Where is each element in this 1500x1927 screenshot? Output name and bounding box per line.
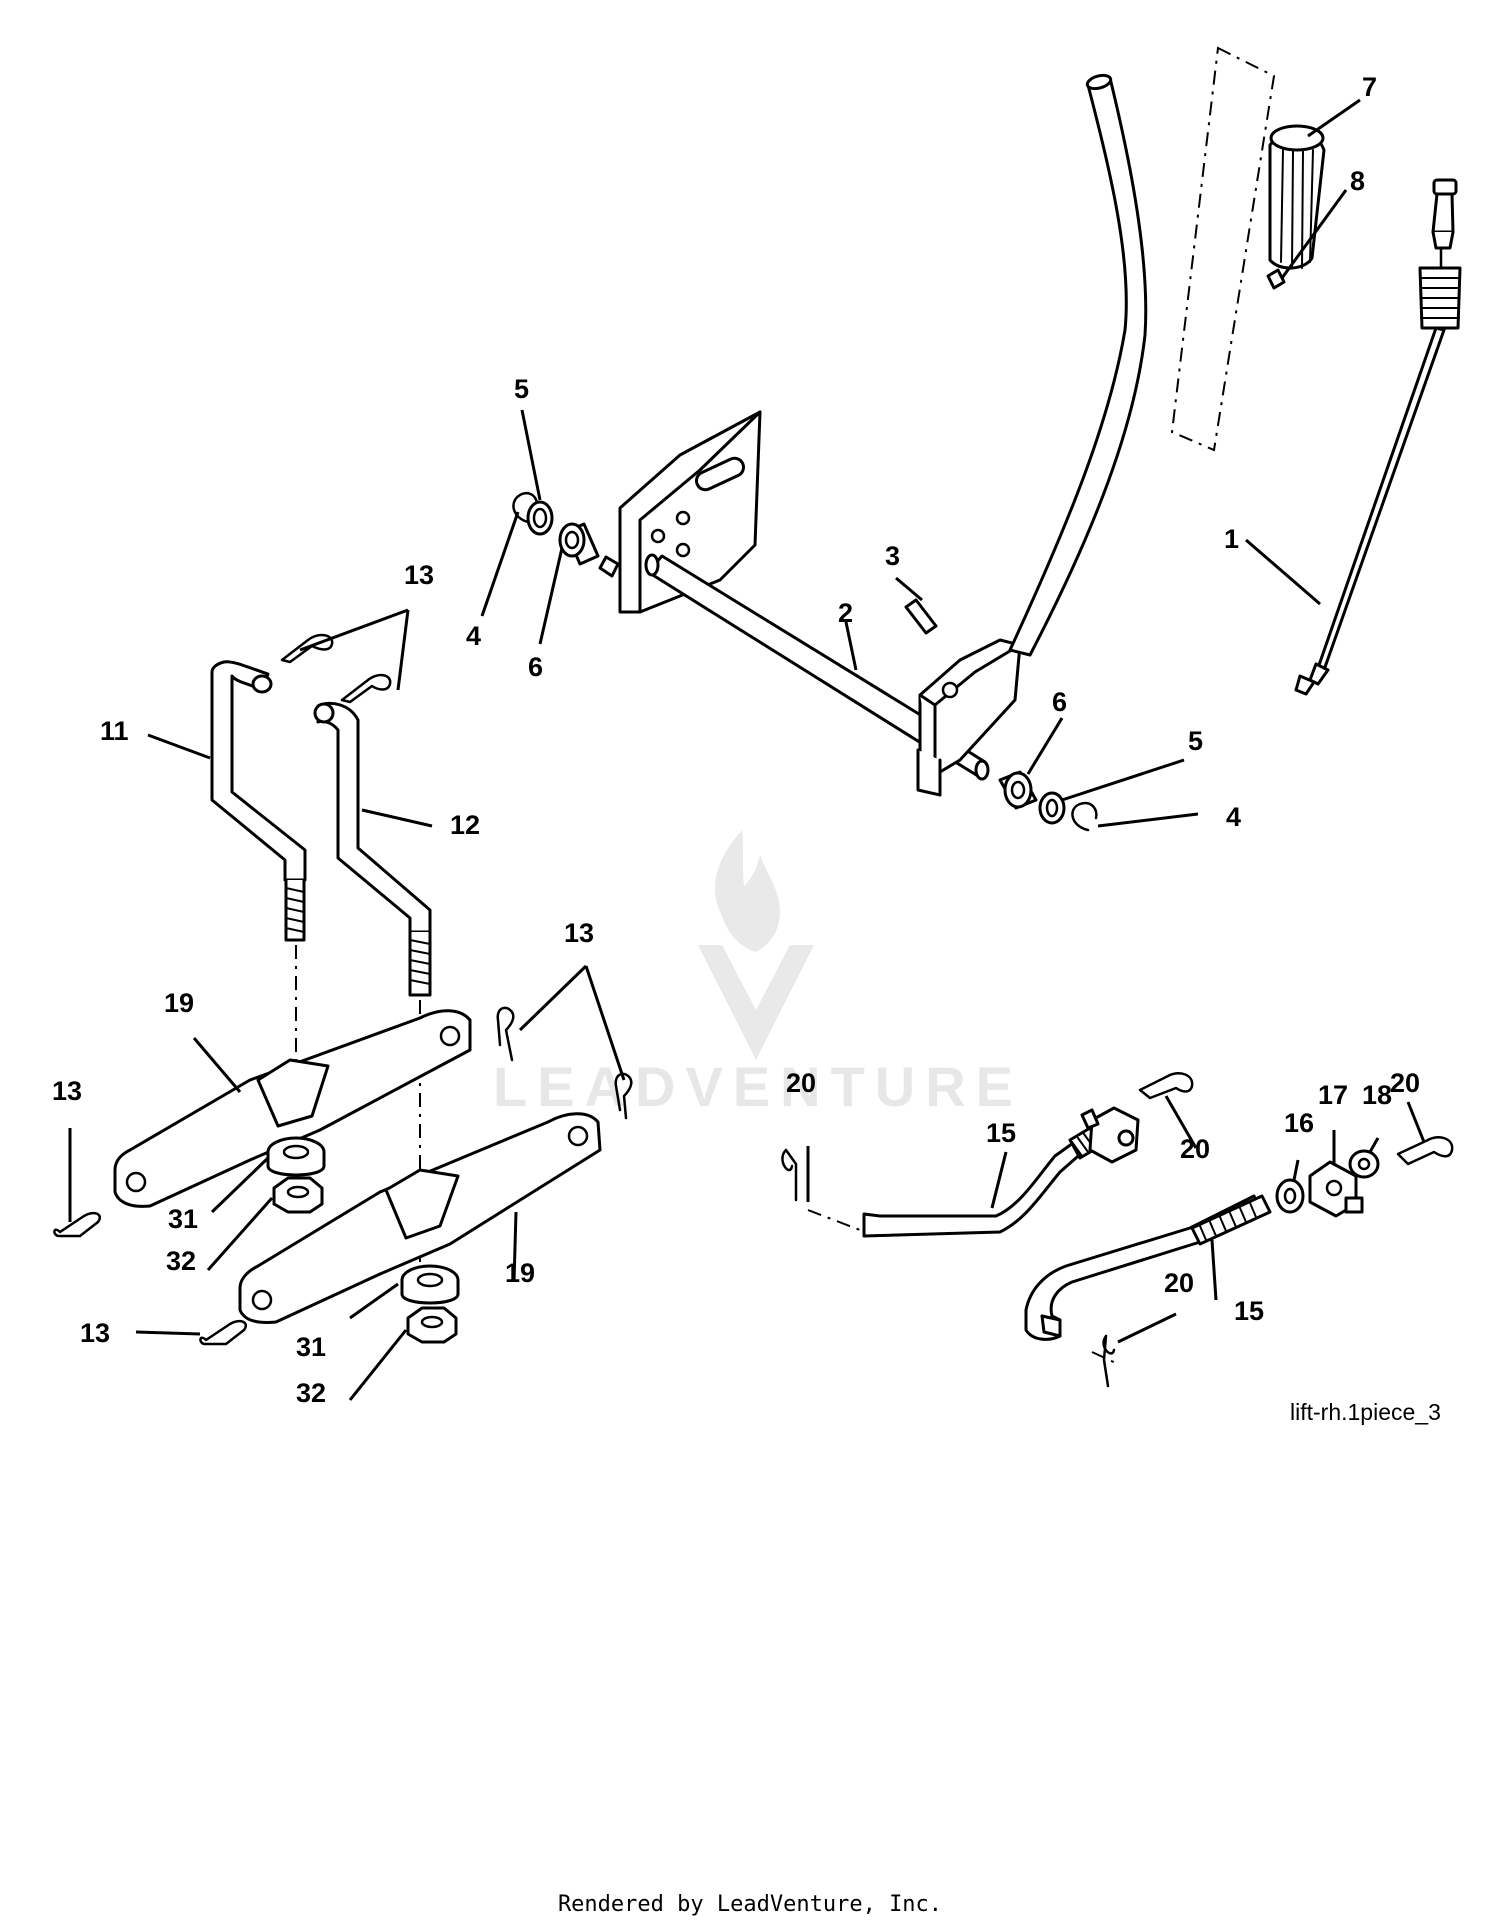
callout-11: 11 bbox=[100, 716, 129, 746]
leader-lines bbox=[68, 98, 1426, 1401]
callout-12: 12 bbox=[450, 810, 480, 840]
callout-8: 8 bbox=[1350, 166, 1365, 196]
part-lift-link-11 bbox=[210, 660, 307, 942]
part-hardware-right bbox=[998, 770, 1098, 832]
part-clip-8 bbox=[1266, 268, 1286, 290]
part-hairpin-clips-13-top bbox=[280, 633, 392, 704]
part-lift-arm-19-lower bbox=[238, 1112, 602, 1324]
callout-32-lower: 32 bbox=[296, 1378, 326, 1408]
watermark-logo: LEADVENTURE bbox=[493, 830, 1023, 1118]
callout-20-upper-right: 20 bbox=[1180, 1134, 1210, 1164]
callout-20-far-right: 20 bbox=[1390, 1068, 1420, 1098]
part-roll-pin bbox=[904, 598, 938, 635]
part-lift-shaft bbox=[598, 73, 1148, 797]
part-hairpin-clips-20 bbox=[781, 1072, 1454, 1388]
callout-7: 7 bbox=[1362, 72, 1377, 102]
part-lift-link-12 bbox=[313, 701, 432, 997]
axis-line-rod-right bbox=[1091, 1351, 1121, 1366]
callout-31-lower: 31 bbox=[296, 1332, 326, 1362]
part-grip bbox=[1268, 124, 1326, 270]
part-washer-31-upper bbox=[266, 1136, 326, 1177]
callout-4-right: 4 bbox=[1226, 802, 1241, 832]
callout-17: 17 bbox=[1318, 1080, 1348, 1110]
callout-15-upper: 15 bbox=[986, 1118, 1016, 1148]
callout-13-bottom: 13 bbox=[80, 1318, 110, 1348]
grip-outline bbox=[1170, 46, 1276, 452]
part-lift-rod-15-upper bbox=[862, 1126, 1102, 1238]
figure-id: lift-rh.1piece_3 bbox=[1290, 1399, 1441, 1425]
callout-1: 1 bbox=[1224, 524, 1239, 554]
part-adjuster-block-17 bbox=[1308, 1160, 1364, 1218]
callout-4-left: 4 bbox=[466, 621, 481, 651]
axis-line-rod-left bbox=[807, 1209, 861, 1231]
callout-19-upper: 19 bbox=[164, 988, 194, 1018]
callout-2: 2 bbox=[838, 598, 853, 628]
callout-13-top: 13 bbox=[404, 560, 434, 590]
part-nut-18 bbox=[1348, 1149, 1380, 1179]
part-washer-31-lower bbox=[400, 1264, 460, 1305]
footer-credit: Rendered by LeadVenture, Inc. bbox=[557, 1892, 943, 1917]
callout-5-left: 5 bbox=[514, 374, 529, 404]
callout-13-middle: 13 bbox=[564, 918, 594, 948]
part-hairpin-clips-13-other bbox=[53, 1006, 633, 1346]
part-adjuster-block-upper bbox=[1080, 1106, 1140, 1164]
part-nut-32-lower bbox=[406, 1306, 458, 1344]
callout-labels: 1 2 3 4 4 5 5 6 6 7 8 11 12 13 13 13 13 … bbox=[52, 72, 1420, 1408]
callout-18: 18 bbox=[1362, 1080, 1392, 1110]
part-lift-arm-19-upper bbox=[113, 1009, 472, 1208]
callout-20-left: 20 bbox=[786, 1068, 816, 1098]
callout-19-lower: 19 bbox=[505, 1258, 535, 1288]
callout-20-lower: 20 bbox=[1164, 1268, 1194, 1298]
callout-6-right: 6 bbox=[1052, 687, 1067, 717]
part-lift-rod-15-lower bbox=[1024, 1194, 1272, 1341]
part-cable bbox=[1294, 178, 1462, 696]
callout-16: 16 bbox=[1284, 1108, 1314, 1138]
part-nut-16 bbox=[1275, 1178, 1305, 1214]
callout-3: 3 bbox=[885, 541, 900, 571]
callout-5-right: 5 bbox=[1188, 726, 1203, 756]
callout-31-upper: 31 bbox=[168, 1204, 198, 1234]
callout-6-left: 6 bbox=[528, 652, 543, 682]
part-hardware-left bbox=[512, 491, 600, 566]
watermark-text: LEADVENTURE bbox=[493, 1055, 1023, 1118]
part-nut-32-upper bbox=[272, 1176, 324, 1214]
callout-15-lower: 15 bbox=[1234, 1296, 1264, 1326]
callout-13-left: 13 bbox=[52, 1076, 82, 1106]
callout-32-upper: 32 bbox=[166, 1246, 196, 1276]
